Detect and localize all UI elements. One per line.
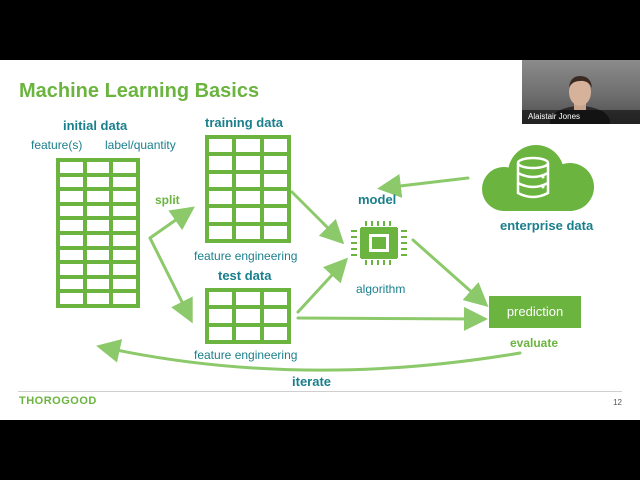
table-cell [60,220,83,231]
presentation-slide: Machine Learning Basics initial data [0,60,640,420]
training-data-table [205,135,291,243]
table-cell [263,225,287,239]
table-cell [113,278,136,290]
table-cell [209,309,233,323]
table-cell [60,191,83,202]
database-icon [515,156,551,200]
table-cell [263,139,287,153]
algorithm-label: algorithm [356,282,406,296]
table-cell [209,156,233,170]
table-cell [209,173,233,187]
table-cell [236,156,260,170]
table-cell [60,176,83,188]
table-cell [60,264,83,275]
brand-logo: THOROGOOD [19,395,97,407]
table-cell [113,249,136,261]
prediction-box: prediction [489,296,581,328]
table-cell [113,205,136,217]
split-label: split [155,193,180,207]
table-cell [60,278,83,290]
table-cell [60,249,83,261]
table-cell [86,293,110,304]
table-cell [86,278,110,290]
table-cell [236,309,260,323]
table-cell [263,326,287,340]
table-cell [113,264,136,275]
test-data-label: test data [218,268,272,283]
table-cell [113,191,136,202]
table-cell [86,235,110,246]
table-cell [86,191,110,202]
table-cell [209,139,233,153]
table-cell [263,190,287,205]
test-to-prediction-arrow [296,306,488,331]
table-cell [209,292,233,306]
table-cell [263,292,287,306]
table-cell [113,162,136,173]
iterate-label: iterate [292,374,332,389]
split-arrow-down [148,236,193,324]
chip-icon [347,220,411,266]
table-cell [236,292,260,306]
test-data-table [205,288,291,344]
participant-name: Alaistair Jones [522,110,640,124]
table-cell [113,176,136,188]
table-cell [86,205,110,217]
features-label: feature(s) [31,138,83,152]
table-cell [60,235,83,246]
table-cell [236,139,260,153]
table-cell [263,309,287,323]
test-to-model-arrow [296,257,349,314]
table-cell [86,220,110,231]
table-cell [113,293,136,304]
table-cell [263,208,287,222]
table-cell [263,156,287,170]
evaluate-label: evaluate [510,336,559,350]
feature-engineering-test-label: feature engineering [194,348,298,362]
training-data-label: training data [205,115,284,130]
table-cell [209,225,233,239]
participant-video-tile[interactable]: Alaistair Jones [522,60,640,124]
table-cell [86,162,110,173]
table-cell [113,235,136,246]
flow-arrows [96,173,522,372]
table-cell [86,249,110,261]
table-cell [60,162,83,173]
table-cell [113,220,136,231]
initial-data-table [56,158,140,308]
label-quantity-label: label/quantity [105,138,176,152]
table-cell [236,190,260,205]
training-to-model-arrow [290,190,345,245]
table-cell [60,205,83,217]
slide-title: Machine Learning Basics [19,80,260,102]
table-cell [86,176,110,188]
split-arrow-up [148,206,195,240]
table-cell [209,190,233,205]
cloud-icon [474,145,600,211]
iterate-arrow [96,339,522,372]
feature-engineering-training-label: feature engineering [194,249,298,263]
page-number: 12 [613,398,622,407]
table-cell [236,326,260,340]
model-to-prediction-arrow [411,238,489,307]
table-cell [236,225,260,239]
table-cell [209,326,233,340]
table-cell [236,208,260,222]
initial-data-label: initial data [63,118,128,133]
enterprise-data-label: enterprise data [500,218,594,233]
table-cell [263,173,287,187]
table-cell [60,293,83,304]
model-label: model [358,192,397,207]
footer-divider [18,391,622,392]
table-cell [86,264,110,275]
table-cell [236,173,260,187]
table-cell [209,208,233,222]
enterprise-to-model-arrow [377,173,470,198]
